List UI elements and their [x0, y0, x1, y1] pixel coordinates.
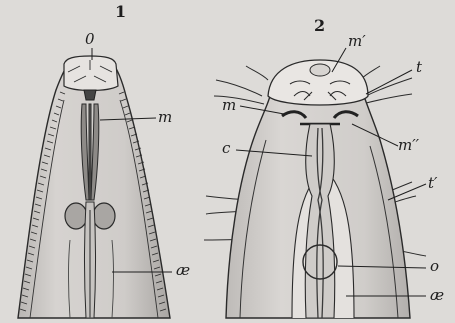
panel-2-label-t-prime: t′ [428, 176, 437, 191]
panel-2-label-ae: æ [430, 288, 444, 303]
panel-2-label-t: t [416, 60, 422, 75]
panel-1-head-cap [64, 56, 118, 91]
panel-2-label-m-double-prime: m′′ [398, 138, 419, 153]
panel-2-number: 2 [314, 18, 325, 34]
panel-1-pharynx [81, 104, 99, 200]
panel-1-bulb-left [65, 203, 87, 229]
panel-2-label-m-prime: m′ [348, 34, 366, 49]
panel-1-label-o: 0 [85, 32, 95, 47]
panel-1-number: 1 [115, 4, 126, 20]
panel-1-stoma [84, 90, 96, 100]
panel-1-label-m: m [158, 110, 172, 125]
panel-2-label-c: c [222, 141, 230, 156]
panel-2-oral-opening [310, 64, 330, 76]
panel-2-label-o: o [430, 259, 439, 274]
panel-1-bulb-right [93, 203, 115, 229]
panel-2-label-m: m [222, 98, 236, 113]
panel-2-pharynx [305, 124, 335, 318]
panel-1-label-ae: æ [176, 263, 190, 278]
